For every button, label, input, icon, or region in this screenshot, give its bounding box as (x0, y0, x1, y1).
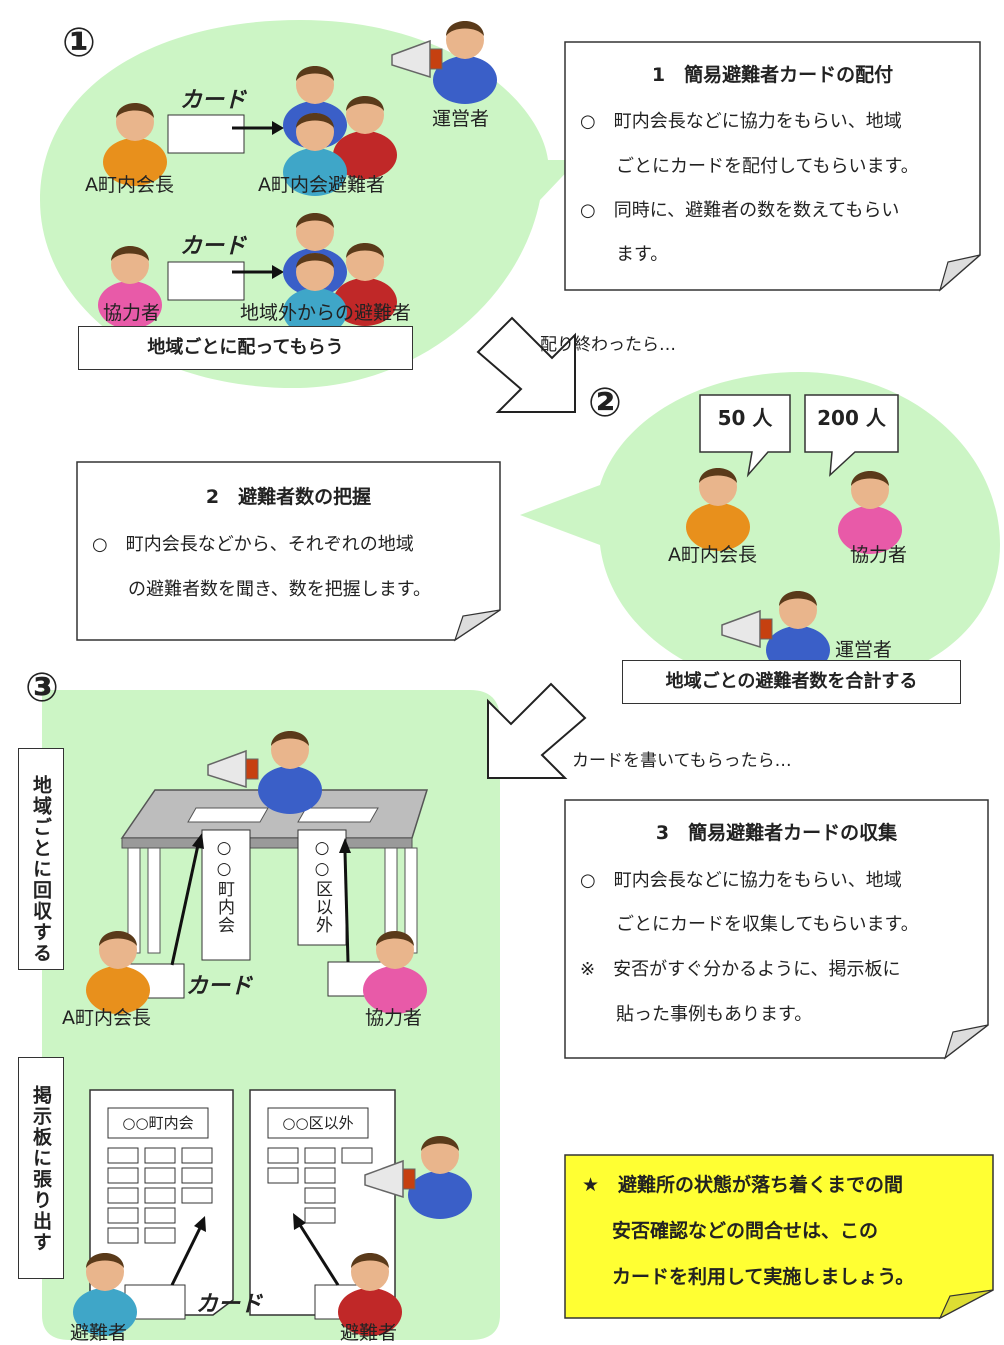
highlight-line: カードを利用して実施しましょう。 (612, 1266, 915, 1288)
highlight-line: ★ 避難所の状態が落ち着くまでの間 (582, 1174, 904, 1196)
side-label-1: 地域ごとに回収する (30, 775, 52, 964)
person-icon (363, 931, 427, 1014)
note1-line: ごとにカードを配付してもらいます。 (616, 156, 919, 177)
card-label: カード (180, 234, 247, 259)
note3-line: 貼った事例もあります。 (616, 1004, 813, 1025)
note1-line: ○ 同時に、避難者の数を数えてもらい (580, 200, 900, 221)
count-bubble-a (699, 394, 791, 478)
person-icon (686, 468, 750, 551)
transition-arrow-1-icon (476, 316, 576, 413)
person-label: 運営者 (432, 108, 490, 130)
transition-text-1: 配り終わったら… (540, 335, 676, 355)
side-label-2: 掲示板に張り出す (30, 1085, 52, 1253)
step-number-3: ③ (25, 665, 59, 711)
transition-text-2: カードを書いてもらったら… (572, 751, 792, 771)
person-label: 運営者 (835, 639, 893, 661)
person-label: 避難者 (340, 1322, 398, 1344)
megaphone-icon (721, 609, 773, 649)
count-label-a: 50 人 (717, 406, 773, 430)
step-number-1: ① (62, 20, 96, 66)
note1-line: ○ 町内会長などに協力をもらい、地域 (580, 111, 902, 132)
person-label: 避難者 (70, 1322, 128, 1344)
banner-2: ○○区以外 (312, 838, 332, 934)
section1-caption: 地域ごとに配ってもらう (78, 326, 413, 370)
highlight-line: 安否確認などの問合せは、この (612, 1220, 879, 1242)
note2-line: ○ 町内会長などから、それぞれの地域 (92, 534, 414, 555)
section2-caption: 地域ごとの避難者数を合計する (622, 660, 961, 704)
person-label: A町内会長 (62, 1007, 151, 1029)
card-label: カード (196, 1292, 263, 1317)
person-icon (258, 731, 322, 814)
note2-line: の避難者数を聞き、数を把握します。 (128, 579, 431, 600)
board-grid-1 (107, 1147, 213, 1244)
note1-line: ます。 (616, 244, 669, 265)
side-label-box-2 (18, 1057, 64, 1279)
table-icon (120, 789, 429, 954)
megaphone-icon (391, 39, 443, 79)
person-icon (433, 21, 497, 104)
note1-title: 1 簡易避難者カードの配付 (651, 64, 894, 86)
banner-1: ○○町内会 (214, 838, 234, 934)
person-label: A町内会長 (668, 544, 757, 566)
person-icon (86, 931, 150, 1014)
count-bubble-b (804, 394, 899, 477)
board-title-2: ○○区以外 (282, 1114, 354, 1132)
card-label: カード (186, 974, 253, 999)
note3-line: ※ 安否がすぐ分かるように、掲示板に (580, 959, 901, 980)
side-label-box-1 (18, 748, 64, 970)
transition-arrow-2-icon (487, 682, 587, 779)
person-label: 地域外からの避難者 (240, 302, 412, 324)
person-label: 協力者 (850, 544, 908, 566)
board-grid-2 (267, 1147, 373, 1224)
person-label: A町内会長 (85, 174, 174, 196)
count-label-b: 200 人 (817, 406, 886, 430)
note3-line: ごとにカードを収集してもらいます。 (616, 914, 919, 935)
note2-title: 2 避難者数の把握 (205, 486, 372, 508)
person-label: 協力者 (365, 1007, 423, 1029)
megaphone-icon (364, 1159, 416, 1199)
person-label: A町内会避難者 (258, 174, 385, 196)
person-icon (408, 1136, 472, 1219)
note3-line: ○ 町内会長などに協力をもらい、地域 (580, 870, 902, 891)
note3-title: 3 簡易避難者カードの収集 (655, 822, 898, 844)
board-title-1: ○○町内会 (122, 1114, 194, 1132)
step-number-2: ② (588, 380, 622, 426)
megaphone-icon (207, 749, 259, 789)
person-label: 協力者 (103, 302, 161, 324)
card-label: カード (180, 88, 247, 113)
